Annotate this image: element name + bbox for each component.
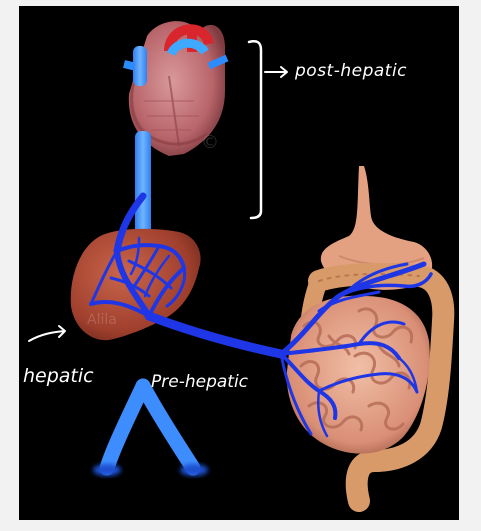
copyright-watermark: ©: [201, 132, 219, 153]
hepatic-label: hepatic: [23, 365, 94, 387]
post-hepatic-bracket: [249, 41, 261, 218]
portal-system-diagram: © Alila: [19, 6, 459, 520]
post-hepatic-arrow: [265, 67, 287, 77]
hepatic-arrow: [29, 326, 65, 341]
post-hepatic-annotation: [249, 41, 287, 218]
anatomy-illustration: © Alila: [19, 6, 459, 520]
post-hepatic-label: post-hepatic: [294, 61, 407, 81]
pre-hepatic-label: Pre-hepatic: [151, 372, 249, 392]
brand-watermark: Alila: [87, 312, 117, 328]
